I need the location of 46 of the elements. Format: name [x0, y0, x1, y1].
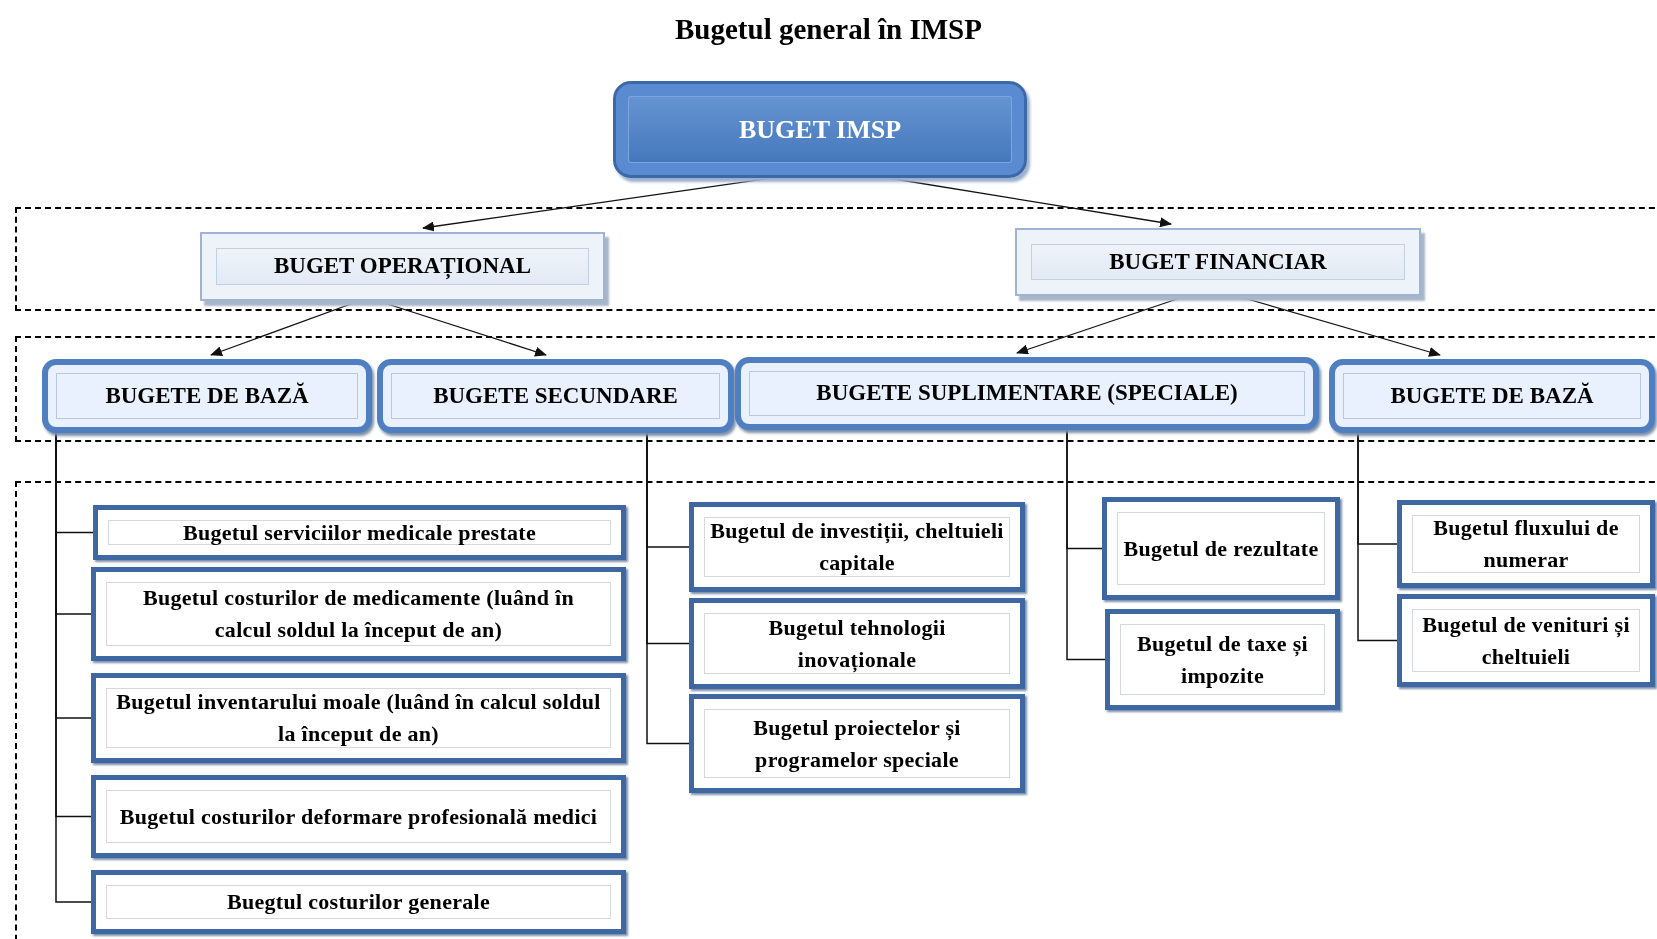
- group-box: [42, 359, 372, 433]
- connector-line: [1357, 432, 1398, 642]
- budget-box: [689, 598, 1025, 689]
- group-box: [735, 357, 1319, 430]
- box-label: Bugetul inventarului moale (luând în calcul soldul la început de an): [115, 688, 602, 748]
- arrow: [377, 300, 547, 357]
- category-box: [1015, 228, 1421, 296]
- budget-box: [1397, 500, 1655, 588]
- budget-box: [91, 870, 626, 934]
- connector-line: [1066, 429, 1106, 661]
- arrow: [210, 300, 360, 356]
- box-label: BUGET FINANCIAR: [1109, 247, 1327, 276]
- budget-box: [91, 567, 626, 661]
- box-label: BUGETE SECUNDARE: [433, 381, 678, 410]
- connector-line: [646, 432, 690, 745]
- root-box: [613, 81, 1027, 178]
- budget-box: [689, 694, 1025, 793]
- box-label: Buegtul costurilor generale: [226, 888, 491, 917]
- budget-box: [1102, 497, 1340, 600]
- box-label: Bugetul fluxului de numerar: [1432, 514, 1620, 574]
- box-label: BUGETE SUPLIMENTARE (SPECIALE): [816, 379, 1238, 408]
- box-label: Bugetul de taxe și impozite: [1136, 629, 1309, 690]
- box-label: Bugetul costurilor de medicamente (luând în calcul soldul la început de an): [141, 584, 576, 644]
- budget-box: [91, 775, 626, 858]
- budget-box: [93, 505, 626, 560]
- box-label: BUGET IMSP: [738, 114, 902, 146]
- box-label: BUGET OPERAȚIONAL: [273, 252, 532, 281]
- box-label: Bugetul de investiții, cheltuieli capitale: [710, 517, 1004, 577]
- box-label: BUGETE DE BAZĂ: [1390, 381, 1594, 410]
- box-label: Bugetul de venituri și cheltuieli: [1421, 610, 1631, 671]
- box-label: Bugetul tehnologii inovaționale: [767, 613, 947, 675]
- box-label: Bugetul serviciilor medicale prestate: [182, 518, 536, 547]
- box-label: Bugetul proiectelor și programelor speciale: [752, 713, 962, 774]
- arrow: [422, 177, 773, 232]
- category-box: [200, 232, 605, 301]
- group-box: [1329, 359, 1655, 433]
- budget-box: [91, 673, 626, 763]
- budget-box: [1105, 609, 1340, 710]
- group-box: [377, 359, 734, 433]
- diagram-title: Bugetul general în IMSP: [675, 12, 982, 47]
- arrow: [887, 177, 1172, 228]
- budget-box: [689, 502, 1025, 592]
- box-label: Bugetul de rezultate: [1123, 534, 1319, 563]
- box-label: Bugetul costurilor deformare profesională medici: [119, 802, 598, 831]
- budget-box: [1397, 594, 1655, 687]
- box-label: BUGETE DE BAZĂ: [105, 381, 309, 410]
